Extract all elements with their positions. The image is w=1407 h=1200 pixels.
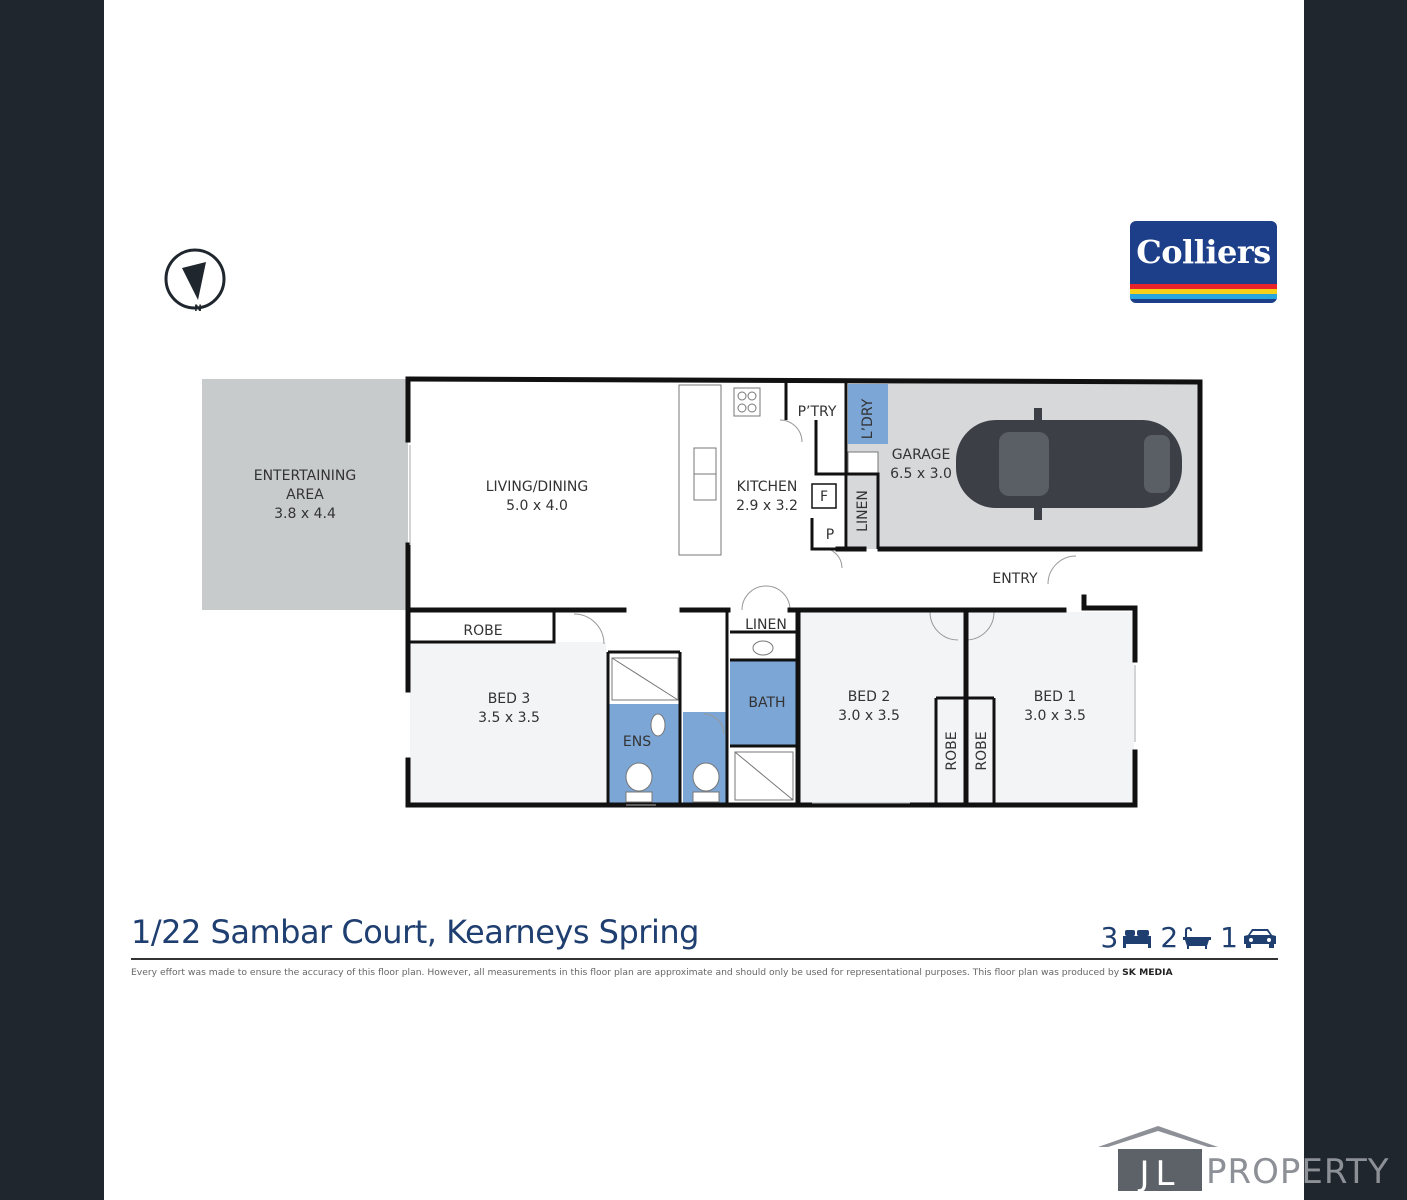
jl-property-logo: JL PROPERTY xyxy=(1098,1126,1390,1194)
car-count-icon xyxy=(1244,928,1276,948)
entertaining-label: ENTERTAINING xyxy=(254,468,357,484)
bath-icon xyxy=(1183,926,1212,949)
living-dims: 5.0 x 4.0 xyxy=(506,498,568,514)
entertaining-dims: 3.8 x 4.4 xyxy=(274,506,336,522)
bed3-label: BED 3 xyxy=(488,691,531,707)
fridge-label: F xyxy=(820,489,828,505)
entertaining-label-line2: AREA xyxy=(286,487,324,503)
bath-count: 2 xyxy=(1160,921,1179,954)
pantry-label: P’TRY xyxy=(798,404,837,420)
garage-dims: 6.5 x 3.0 xyxy=(890,466,952,482)
property-features: 3 2 1 xyxy=(1093,921,1278,954)
kitchen-dims: 2.9 x 3.2 xyxy=(736,498,798,514)
small-pantry-label: P xyxy=(826,527,834,543)
garage-label: GARAGE xyxy=(892,447,951,463)
disclaimer-credit: SK MEDIA xyxy=(1122,967,1173,978)
entertaining-area xyxy=(202,379,408,610)
entry-label: ENTRY xyxy=(992,571,1038,587)
garage-linen-label: LINEN xyxy=(855,490,871,532)
kitchen-label: KITCHEN xyxy=(737,479,798,495)
bed-icon xyxy=(1123,929,1152,948)
bed-count: 3 xyxy=(1100,921,1119,954)
car-icon xyxy=(956,408,1182,520)
bed2-robe-label: ROBE xyxy=(944,731,960,770)
logo-stripe-yellow xyxy=(1130,289,1277,294)
living-label: LIVING/DINING xyxy=(486,479,589,495)
bed1-label: BED 1 xyxy=(1034,689,1077,705)
colliers-logo: Colliers xyxy=(1130,221,1277,303)
bed2-dims: 3.0 x 3.5 xyxy=(838,708,900,724)
colliers-logo-text: Colliers xyxy=(1136,233,1271,271)
ensuite-label: ENS xyxy=(623,734,651,750)
floor-plan: N xyxy=(164,248,1203,808)
jl-logo-letters: JL xyxy=(1138,1154,1181,1194)
bed1-robe-label: ROBE xyxy=(974,731,990,770)
compass-icon: N xyxy=(164,248,226,314)
address-divider xyxy=(131,958,1278,960)
jl-logo-property: PROPERTY xyxy=(1206,1152,1390,1192)
property-address: 1/22 Sambar Court, Kearneys Spring xyxy=(131,913,699,951)
logo-stripe-blue xyxy=(1130,294,1277,299)
hall-linen-label: LINEN xyxy=(745,617,787,633)
car-count: 1 xyxy=(1220,921,1238,954)
disclaimer: Every effort was made to ensure the accu… xyxy=(131,967,1278,978)
bed3-area xyxy=(410,642,606,803)
bed3-dims: 3.5 x 3.5 xyxy=(478,710,540,726)
compass-north-label: N xyxy=(194,304,202,314)
bed2-label: BED 2 xyxy=(848,689,891,705)
bath-label: BATH xyxy=(748,695,785,711)
disclaimer-text: Every effort was made to ensure the accu… xyxy=(131,967,1123,978)
bed1-dims: 3.0 x 3.5 xyxy=(1024,708,1086,724)
laundry-area xyxy=(848,384,888,444)
bath-area xyxy=(730,660,796,746)
floor-plan-sheet: N xyxy=(104,0,1304,1200)
logo-stripe-red xyxy=(1130,284,1277,289)
bed3-robe-label: ROBE xyxy=(463,623,502,639)
laundry-label: L’DRY xyxy=(860,398,876,439)
